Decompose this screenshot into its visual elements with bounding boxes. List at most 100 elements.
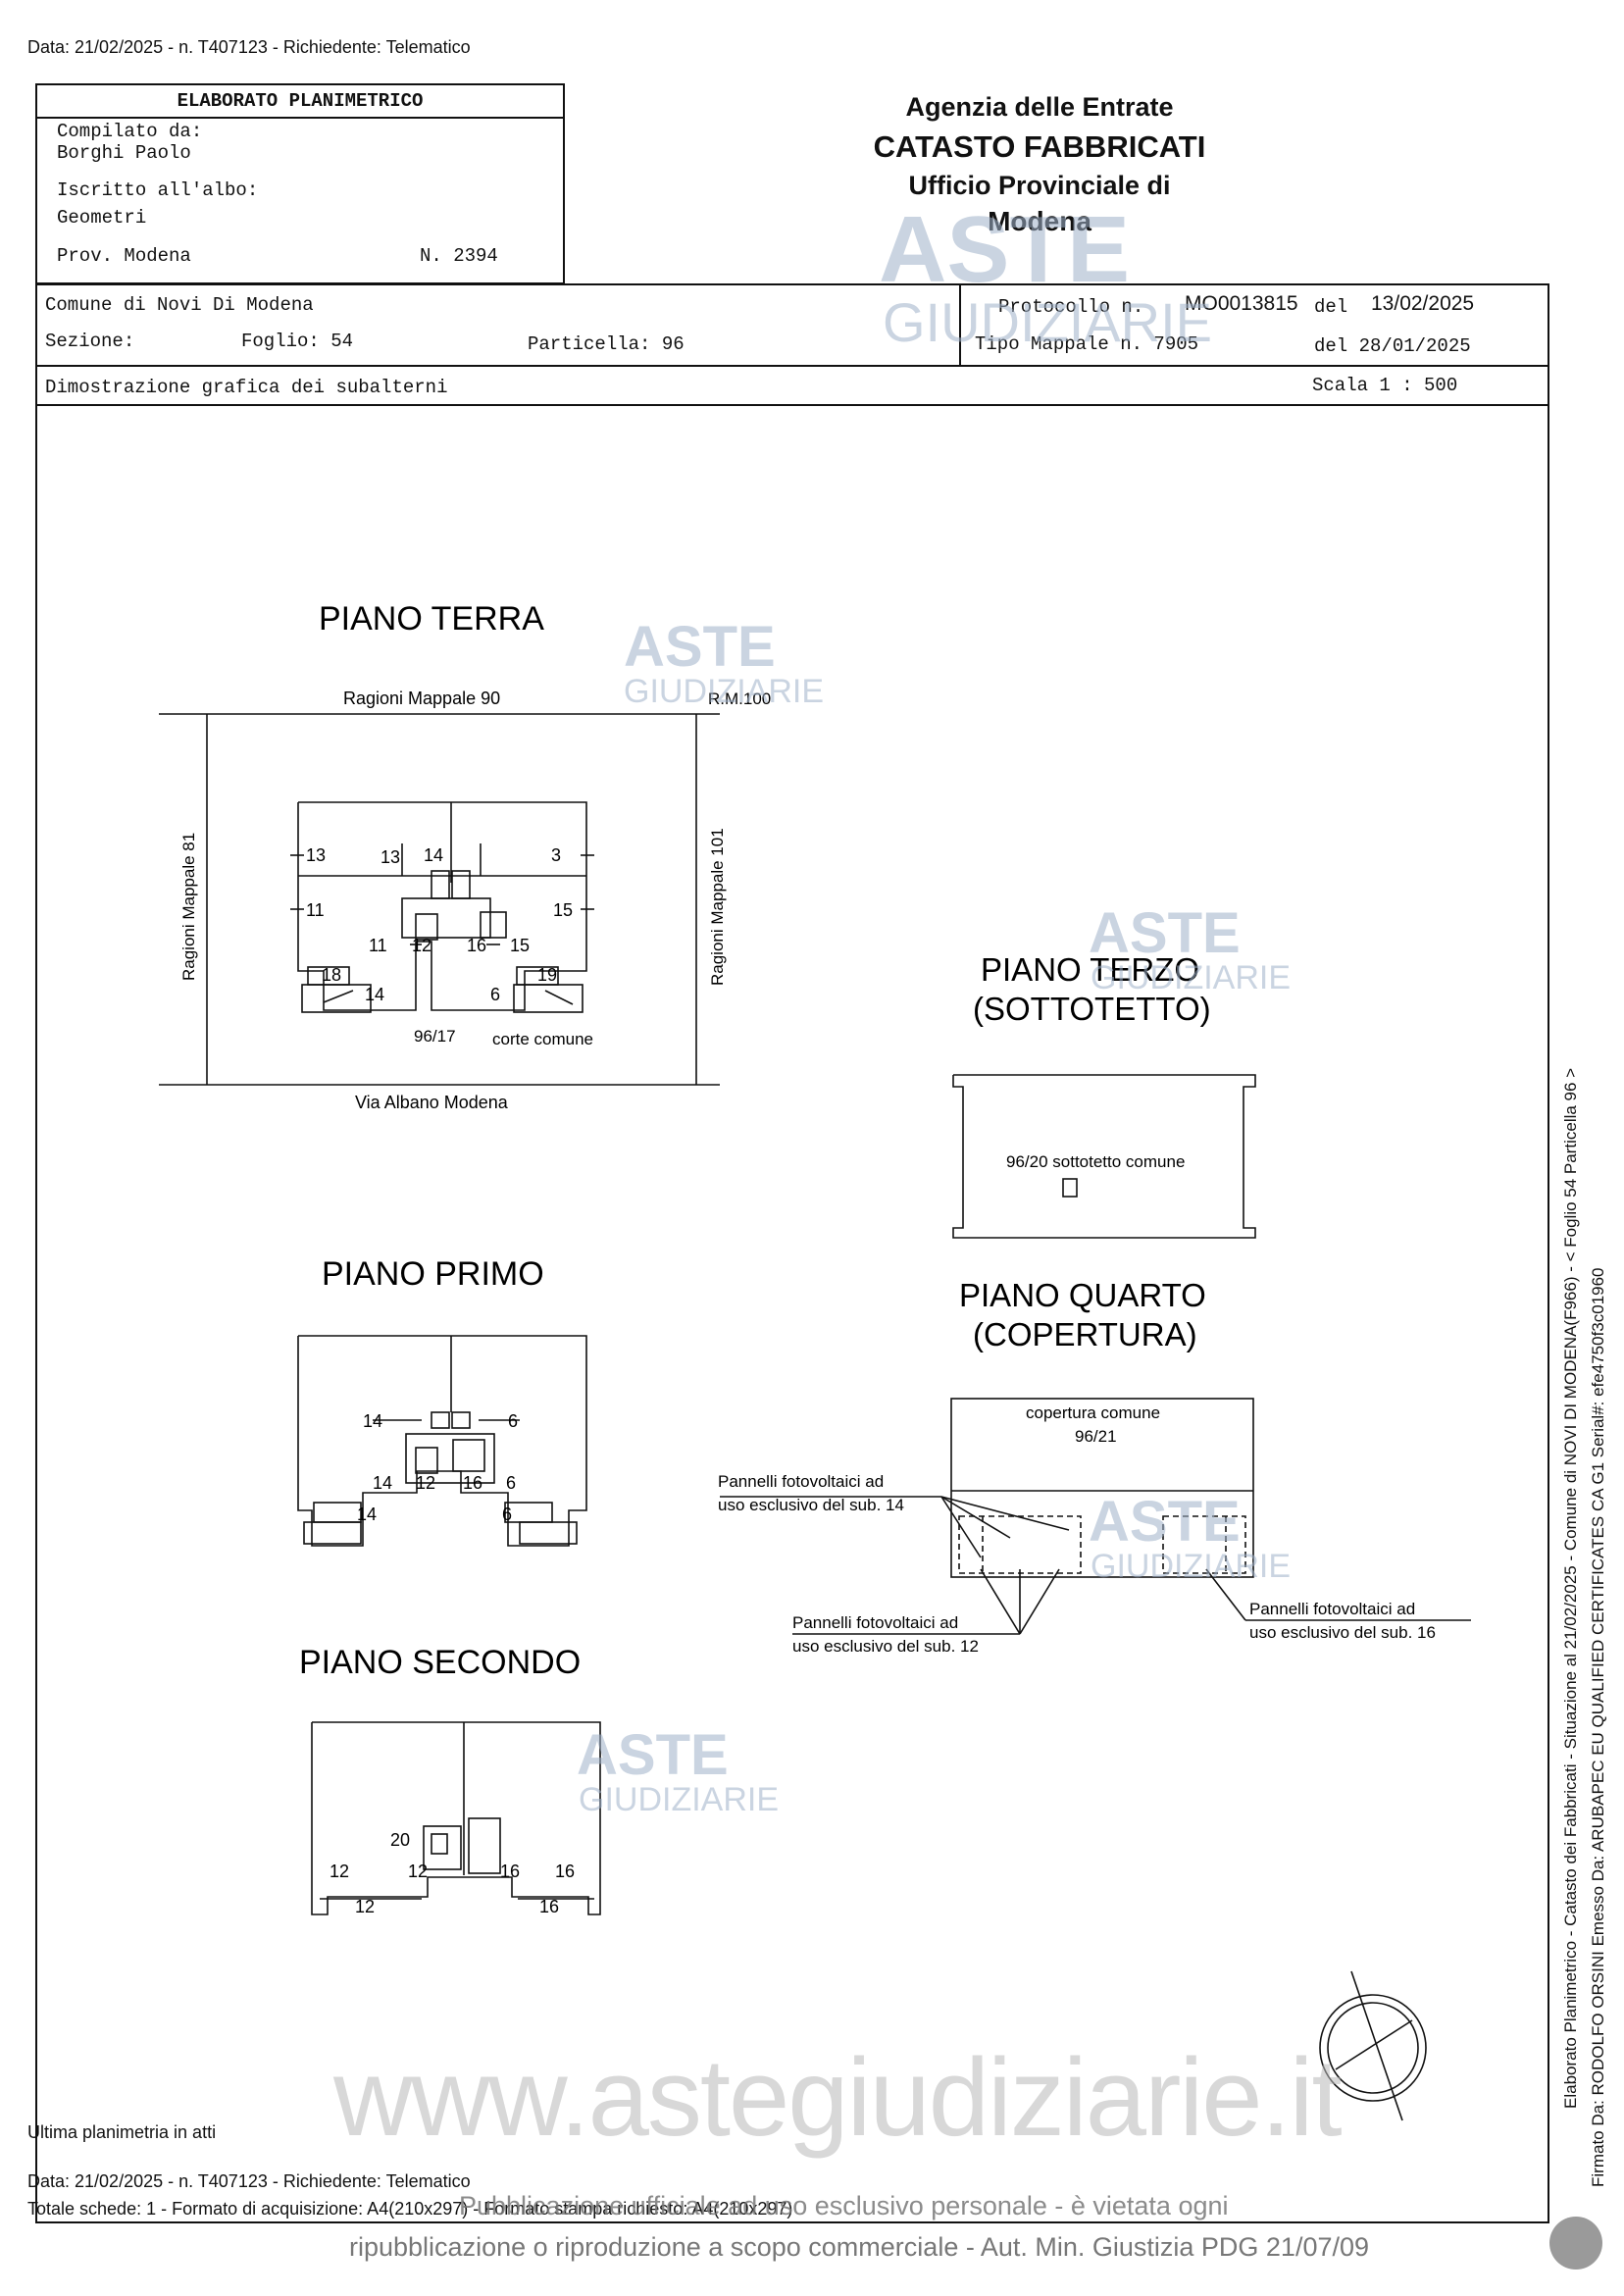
pv16-line1: Pannelli fotovoltaici ad (1249, 1600, 1415, 1618)
office-title: Ufficio Provinciale di (908, 171, 1171, 200)
box-title: ELABORATO PLANIMETRICO (37, 85, 563, 119)
sub-number: 12 (416, 1473, 435, 1493)
particella: Particella: 96 (528, 333, 685, 355)
pv12-line2: uso esclusivo del sub. 12 (792, 1637, 979, 1656)
sub-number: 6 (502, 1505, 512, 1524)
watermark-aste: ASTE (1089, 1490, 1241, 1554)
compilato-label: Compilato da: (57, 121, 203, 142)
foglio: Foglio: 54 (241, 331, 354, 352)
sub-number: 16 (555, 1862, 575, 1881)
sub-number: 15 (553, 900, 573, 920)
pv14-line2: uso esclusivo del sub. 14 (718, 1496, 904, 1514)
dimostrazione: Dimostrazione grafica dei subalterni (45, 377, 448, 398)
main-frame (35, 283, 1549, 2223)
agency-name: Agenzia delle Entrate (905, 92, 1174, 122)
sub-number: 16 (467, 936, 486, 955)
watermark-aste: ASTE (624, 615, 776, 679)
watermark-giudiziarie: GIUDIZIARIE (1091, 959, 1292, 996)
sub-number: 14 (424, 845, 443, 865)
sub-number: 18 (322, 965, 341, 985)
plan-title-terzo: PIANO TERZO (981, 951, 1199, 988)
albo-value: Geometri (57, 207, 147, 229)
watermark-aste: ASTE (1089, 901, 1241, 965)
watermark-aste: ASTE (879, 197, 1131, 302)
sub-number: 12 (412, 936, 431, 955)
plan-title-quarto: PIANO QUARTO (959, 1277, 1206, 1313)
watermark-giudiziarie: GIUDIZIARIE (1091, 1548, 1292, 1585)
protocollo-date: 13/02/2025 (1371, 292, 1475, 315)
plan-title-terra: PIANO TERRA (319, 600, 544, 638)
sub-number: 19 (537, 965, 557, 985)
sub-number: 14 (363, 1411, 382, 1431)
plan-subtitle-quarto: (COPERTURA) (973, 1316, 1197, 1352)
label-corte: corte comune (492, 1030, 593, 1048)
plan-subtitle-terzo: (SOTTOTETTO) (973, 991, 1211, 1027)
sub-number: 14 (373, 1473, 392, 1493)
sub-number: 16 (539, 1897, 559, 1916)
scale: Scala 1 : 500 (1312, 375, 1458, 396)
sub-number: 6 (506, 1473, 516, 1493)
footer-data-line: Data: 21/02/2025 - n. T407123 - Richiede… (27, 2171, 471, 2191)
publication-notice-line1: Pubblicazione ufficiale ad uso esclusivo… (459, 2191, 1229, 2220)
label-sottotetto: 96/20 sottotetto comune (1006, 1152, 1185, 1171)
protocollo-value: MO0013815 (1185, 292, 1298, 315)
pv12-line1: Pannelli fotovoltaici ad (792, 1613, 958, 1632)
top-data-line: Data: 21/02/2025 - n. T407123 - Richiede… (27, 37, 471, 57)
label-west: Ragioni Mappale 81 (179, 833, 198, 981)
tipo-mappale: Tipo Mappale n. 7905 (975, 333, 1199, 355)
label-east: Ragioni Mappale 101 (708, 828, 727, 986)
del-label: del (1314, 296, 1348, 318)
comune: Comune di Novi Di Modena (45, 294, 314, 316)
sub-number: 20 (390, 1830, 410, 1850)
watermark-url: www.astegiudiziarie.it (333, 2036, 1343, 2159)
label-copertura: copertura comune (1026, 1403, 1160, 1422)
sub-number: 12 (408, 1862, 428, 1881)
sub-number: 12 (355, 1897, 375, 1916)
catasto-title: CATASTO FABBRICATI (873, 129, 1206, 164)
watermark-giudiziarie: GIUDIZIARIE (883, 291, 1213, 353)
plan-title-secondo: PIANO SECONDO (299, 1644, 581, 1681)
sub-number: 15 (510, 936, 530, 955)
sub-number: 11 (306, 900, 325, 920)
pv14-line1: Pannelli fotovoltaici ad (718, 1472, 884, 1491)
label-copertura-ref: 96/21 (1075, 1427, 1117, 1446)
seal-icon (1549, 2217, 1602, 2270)
divider (35, 404, 1549, 406)
watermark-giudiziarie: GIUDIZIARIE (624, 673, 825, 710)
sub-number: 6 (490, 985, 500, 1004)
registration-number: N. 2394 (420, 245, 498, 267)
sub-number: 13 (381, 847, 400, 867)
protocollo-label: Protocollo n. (998, 296, 1144, 318)
sub-number: 13 (306, 845, 326, 865)
divider (35, 365, 1549, 367)
office-city: Modena (988, 206, 1091, 236)
footer-totale: Totale schede: 1 - Formato di acquisizio… (27, 2199, 793, 2219)
pv16-line2: uso esclusivo del sub. 16 (1249, 1623, 1436, 1642)
province: Prov. Modena (57, 245, 191, 267)
compiler-box: ELABORATO PLANIMETRICO Compilato da: Bor… (35, 83, 565, 284)
label-south: Via Albano Modena (355, 1093, 509, 1112)
ultima-planimetria: Ultima planimetria in atti (27, 2122, 217, 2142)
tipo-date: del 28/01/2025 (1314, 335, 1471, 357)
side-text-firmato: Firmato Da: RODOLFO ORSINI Emesso Da: AR… (1589, 1267, 1607, 2187)
sub-ref-9617: 96/17 (414, 1027, 456, 1046)
sub-number: 12 (330, 1862, 349, 1881)
sub-number: 14 (365, 985, 384, 1004)
sub-number: 3 (551, 845, 561, 865)
sub-number: 14 (357, 1505, 377, 1524)
plan-title-primo: PIANO PRIMO (322, 1255, 544, 1293)
divider (959, 283, 961, 366)
watermark-giudiziarie: GIUDIZIARIE (579, 1781, 780, 1818)
iscritto-label: Iscritto all'albo: (57, 179, 259, 201)
side-text-elaborato: Elaborato Planimetrico - Catasto dei Fab… (1561, 1067, 1580, 2109)
sezione-label: Sezione: (45, 331, 135, 352)
label-north: Ragioni Mappale 90 (343, 689, 500, 708)
compilato-name: Borghi Paolo (57, 142, 191, 164)
watermark-aste: ASTE (577, 1723, 729, 1787)
label-rm100: R.M.100 (708, 689, 771, 708)
sub-number: 6 (508, 1411, 518, 1431)
sub-number: 16 (500, 1862, 520, 1881)
sub-number: 16 (463, 1473, 482, 1493)
sub-number: 11 (369, 936, 387, 955)
